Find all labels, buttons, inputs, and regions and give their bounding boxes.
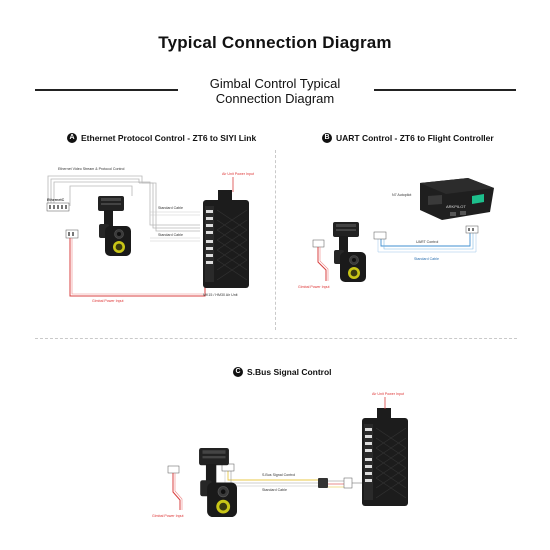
page-title: Typical Connection Diagram — [158, 33, 392, 52]
section-c-title: S.Bus Signal Control — [247, 367, 332, 377]
label-ethernet-stream: Ethernet Video Stream & Protocol Control — [58, 167, 125, 171]
subtitle-line-1: Gimbal Control Typical — [209, 76, 341, 91]
sbus-cable — [227, 470, 318, 481]
label-uart-control: UART Control — [416, 240, 438, 244]
section-a-diagram: Ethernet Video Stream & Protocol Control… — [46, 167, 254, 303]
diagram-subtitle: Gimbal Control Typical Connection Diagra… — [180, 76, 370, 106]
section-b-title: UART Control - ZT6 to Flight Controller — [336, 133, 494, 143]
label-air-unit-name: MK15 / HM30 Air Unit — [203, 293, 238, 297]
section-b-diagram: ARKPILOT N7 Autopilot UART Control Stand… — [298, 178, 494, 289]
section-a-title: Ethernet Protocol Control - ZT6 to SIYI … — [81, 133, 257, 143]
svg-text:ARKPILOT: ARKPILOT — [446, 204, 466, 209]
label-standard-cable-a1: Standard Cable — [158, 206, 183, 210]
gimbal-power-cable-b — [317, 247, 327, 281]
label-gimbal-power-a: Gimbal Power Input — [92, 299, 124, 303]
section-b-badge: B — [322, 133, 332, 143]
section-c-heading: C S.Bus Signal Control — [233, 367, 332, 377]
label-gimbal-power-c: Gimbal Power Input — [152, 514, 184, 518]
label-gimbal-power-b: Gimbal Power Input — [298, 285, 330, 289]
section-a-heading: A Ethernet Protocol Control - ZT6 to SIY… — [67, 133, 256, 143]
gimbal-power-cable-a — [69, 238, 206, 297]
section-b-heading: B UART Control - ZT6 to Flight Controlle… — [322, 133, 494, 143]
label-air-unit-power-a: Air Unit Power Input — [222, 172, 254, 176]
label-air-unit-power-c: Air Unit Power Input — [372, 392, 404, 396]
gimbal-power-cable-c — [172, 473, 181, 510]
subtitle-line-2: Connection Diagram — [215, 91, 335, 106]
label-standard-cable-a2: Standard Cable — [158, 233, 183, 237]
vertical-divider — [275, 150, 276, 330]
rule-left — [35, 89, 178, 91]
section-c-badge: C — [233, 367, 243, 377]
label-standard-cable-c: Standard Cable — [262, 488, 287, 492]
label-autopilot: N7 Autopilot — [392, 193, 411, 197]
label-sbus-control: S.Bus Signal Control — [262, 473, 295, 477]
horizontal-divider — [35, 338, 517, 339]
section-c-diagram: Air Unit Power Input S.Bus Signal Contro… — [152, 392, 409, 518]
label-standard-cable-b: Standard Cable — [414, 257, 439, 261]
rule-right — [374, 89, 516, 91]
uart-cable — [380, 232, 471, 247]
svg-text:EthernetC: EthernetC — [47, 198, 65, 202]
section-a-badge: A — [67, 133, 77, 143]
